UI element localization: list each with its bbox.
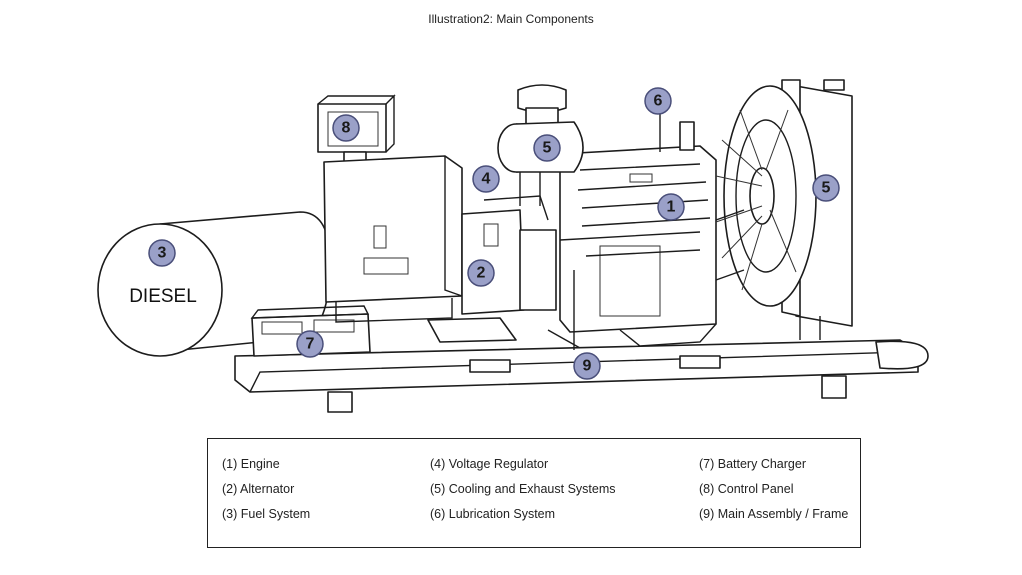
legend-item: (2) Alternator [222,482,295,496]
badge-cooling: 5 [812,174,840,202]
badge-main-frame: 9 [573,352,601,380]
legend-item: (8) Control Panel [699,482,794,496]
tank-label: DIESEL [129,286,197,307]
svg-text:5: 5 [543,140,552,157]
svg-text:1: 1 [667,199,676,216]
legend-item: (5) Cooling and Exhaust Systems [430,482,616,496]
badge-engine: 1 [657,193,685,221]
legend-item: (6) Lubrication System [430,507,556,521]
svg-text:2: 2 [477,265,486,282]
badge-alternator: 2 [467,259,495,287]
badge-lubrication: 6 [644,87,672,115]
badge-fuel-system: 3 [148,239,176,267]
legend-item: (9) Main Assembly / Frame [699,507,849,521]
voltage-regulator-area [461,195,557,315]
legend-box: (1) Engine (2) Alternator (3) Fuel Syste… [207,438,861,548]
svg-text:8: 8 [342,120,351,137]
badge-voltage-regulator: 4 [472,165,500,193]
legend-item: (3) Fuel System [222,507,311,521]
svg-text:7: 7 [306,336,315,353]
badge-exhaust: 5 [533,134,561,162]
legend-item: (4) Voltage Regulator [430,457,549,471]
legend-item: (7) Battery Charger [699,457,806,471]
alternator [323,155,517,343]
control-panel [317,94,396,163]
svg-text:9: 9 [583,358,592,375]
svg-text:4: 4 [482,171,491,188]
radiator [715,79,853,340]
generator-diagram: DIESEL [97,79,929,413]
svg-text:5: 5 [822,180,831,197]
svg-text:3: 3 [158,245,167,262]
badge-control-panel: 8 [332,114,360,142]
figure-title: Illustration2: Main Components [428,12,594,26]
engine [547,145,717,350]
lubrication-parts [659,112,695,152]
legend-item: (1) Engine [222,457,280,471]
badge-battery-charger: 7 [296,330,324,358]
svg-text:6: 6 [654,93,663,110]
